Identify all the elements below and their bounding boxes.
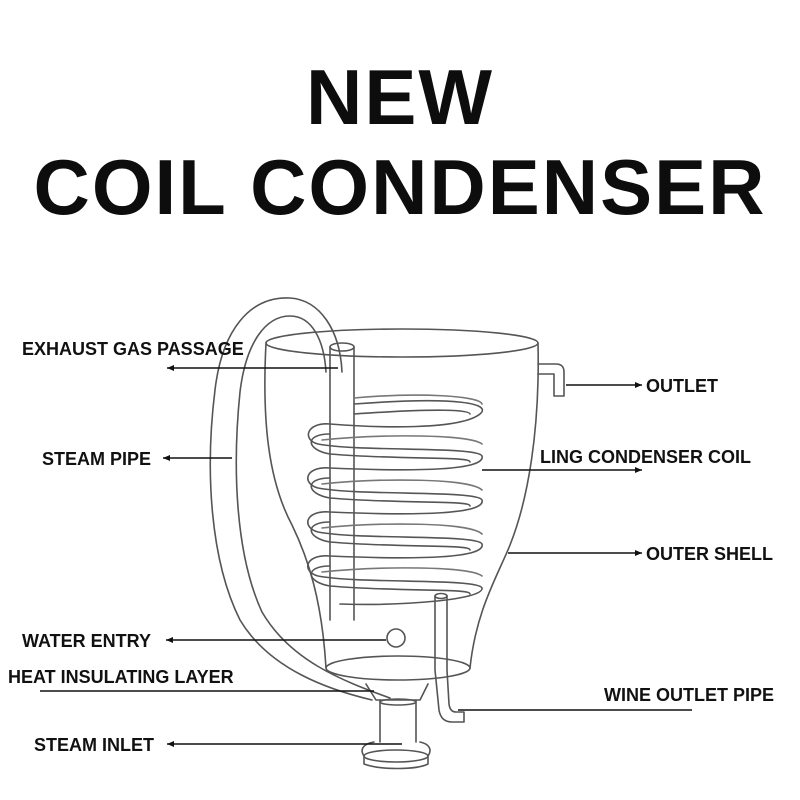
outlet-pipe bbox=[537, 363, 565, 397]
heat-insulating-layer bbox=[365, 683, 429, 701]
label-outer-shell: OUTER SHELL bbox=[646, 544, 774, 564]
label-exhaust-gas-passage: EXHAUST GAS PASSAGE bbox=[22, 339, 244, 359]
steam-inlet-flange bbox=[361, 741, 431, 770]
condenser-coil-front bbox=[307, 399, 484, 606]
page-title-line2: COIL CONDENSER bbox=[33, 143, 767, 231]
page-title-line1: NEW bbox=[306, 53, 494, 141]
steam-inlet-pipe bbox=[379, 699, 417, 743]
label-ling-condenser-coil: LING CONDENSER COIL bbox=[540, 447, 752, 467]
label-water-entry: WATER ENTRY bbox=[22, 631, 151, 651]
water-entry-port bbox=[386, 628, 406, 648]
label-outlet: OUTLET bbox=[646, 376, 718, 396]
outer-shell-rim bbox=[265, 328, 539, 358]
outer-shell-bottom bbox=[325, 655, 471, 681]
steam-pipe-outer bbox=[209, 297, 373, 701]
outer-shell-body bbox=[264, 342, 540, 669]
label-steam-pipe: STEAM PIPE bbox=[42, 449, 152, 469]
wine-outlet-pipe bbox=[434, 595, 465, 723]
label-wine-outlet-pipe: WINE OUTLET PIPE bbox=[604, 685, 775, 705]
steam-pipe-inner bbox=[235, 315, 391, 699]
label-steam-inlet: STEAM INLET bbox=[34, 735, 154, 755]
condenser-coil-back bbox=[321, 394, 483, 577]
label-heat-insulating-layer: HEAT INSULATING LAYER bbox=[8, 667, 234, 687]
